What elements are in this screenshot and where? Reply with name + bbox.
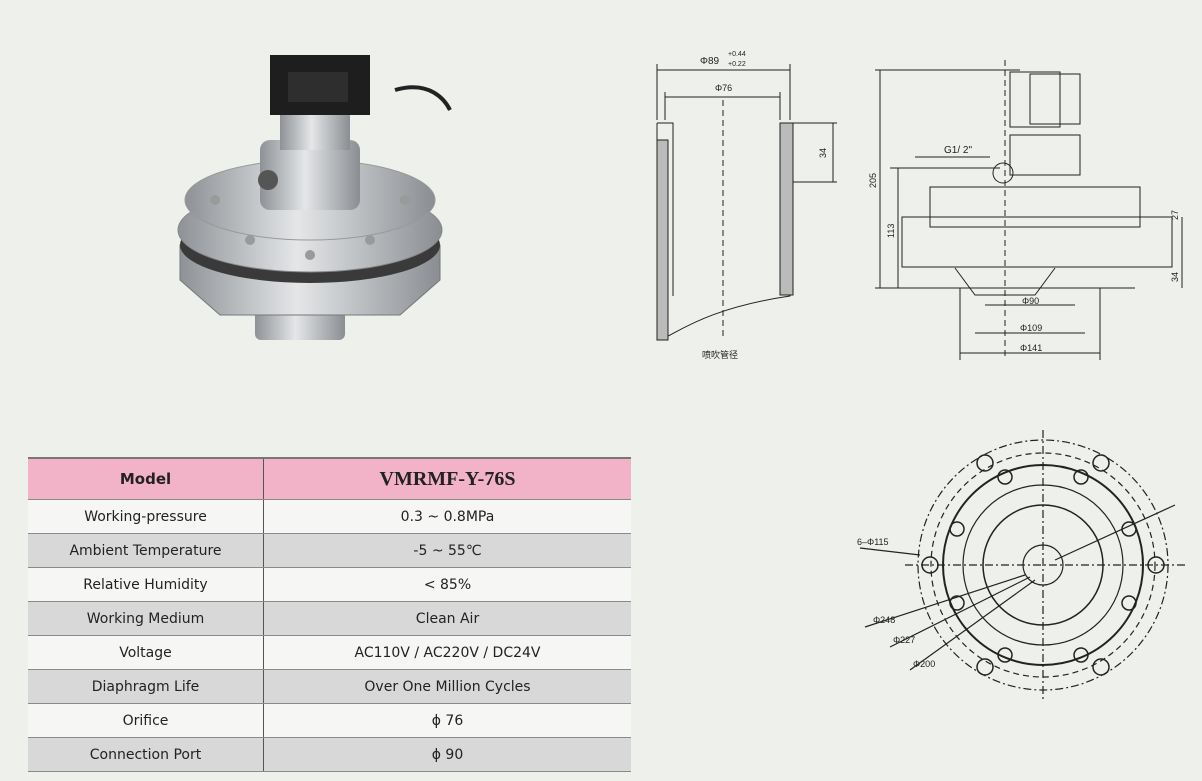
dia-200-label: Φ200 (913, 659, 935, 669)
spec-value: AC110V / AC220V / DC24V (263, 635, 631, 670)
tube-caption: 喷吹管径 (702, 349, 738, 360)
spec-value: ϕ 76 (263, 703, 631, 738)
outer-diameter-label: Φ89 (700, 56, 720, 67)
spec-row: Relative Humidity< 85% (28, 567, 631, 602)
dia-227-label: Φ227 (893, 635, 915, 645)
insert-depth-label: 34 (818, 148, 828, 158)
spec-value: ϕ 90 (263, 737, 631, 772)
spec-label: Working-pressure (28, 499, 264, 534)
spec-label: Ambient Temperature (28, 533, 264, 568)
top-view-drawing: 6–Φ115 Φ248 Φ227 Φ200 (857, 430, 1185, 700)
height-205-label: 205 (868, 173, 878, 188)
tube-dimension-drawing: Φ89 +0.44 +0.22 Φ76 34 喷吹管径 (656, 51, 837, 360)
port-label: G1/ 2" (944, 145, 972, 156)
spec-label: Diaphragm Life (28, 669, 264, 704)
spec-label: Relative Humidity (28, 567, 264, 602)
spec-value: < 85% (263, 567, 631, 602)
spec-label: Connection Port (28, 737, 264, 772)
spec-value: 0.3 ~ 0.8MPa (263, 499, 631, 534)
side-view-drawing: G1/ 2" 205 113 27 34 Φ90 Φ109 Φ141 (868, 60, 1183, 360)
spec-value: Clean Air (263, 601, 631, 636)
height-113-label: 113 (886, 224, 896, 238)
model-value: VMRMF-Y-76S (263, 457, 631, 500)
tolerance-upper: +0.44 (728, 51, 746, 58)
spec-value: -5 ~ 55℃ (263, 533, 631, 568)
spec-label: Voltage (28, 635, 264, 670)
spec-label: Orifice (28, 703, 264, 738)
spec-value: Over One Million Cycles (263, 669, 631, 704)
dia-109-label: Φ109 (1020, 323, 1042, 333)
valve-product-photo (177, 55, 452, 340)
model-label: Model (28, 457, 264, 500)
dim-27-label: 27 (1170, 210, 1180, 220)
inner-diameter-label: Φ76 (715, 83, 732, 93)
dim-34-label: 34 (1170, 272, 1180, 282)
dia-141-label: Φ141 (1020, 343, 1042, 353)
dia-90-label: Φ90 (1022, 296, 1039, 306)
tolerance-lower: +0.22 (728, 61, 746, 68)
spec-header-row: Model VMRMF-Y-76S (28, 457, 631, 500)
spec-label: Working Medium (28, 601, 264, 636)
dia-248-label: Φ248 (873, 615, 895, 625)
spec-row: Ambient Temperature-5 ~ 55℃ (28, 533, 631, 568)
holes-label: 6–Φ115 (857, 537, 889, 547)
